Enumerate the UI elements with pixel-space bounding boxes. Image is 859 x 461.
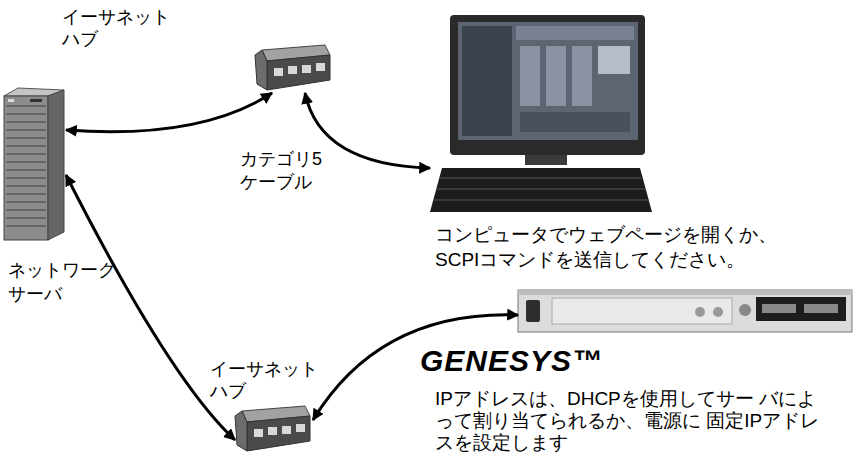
device-label: イーサネット ハブ (210, 358, 329, 402)
cable-connector (305, 93, 430, 168)
computer-icon (430, 15, 652, 212)
cable-connector (66, 93, 272, 132)
hub-icon (255, 45, 330, 90)
power-supply: GENESYS™IPアドレスは、DHCPを使用してサー バによって割り当てられる… (518, 290, 852, 332)
power-supply-icon (518, 290, 852, 332)
device-label: コンピュータでウェブページを開くか、 SCPIコマンドを送信してください。 (435, 222, 788, 272)
device-label: ネットワーク サーバ (8, 258, 127, 306)
cable-label: カテゴリ5 ケーブル (240, 148, 330, 194)
brand-logo: GENESYS™ (420, 343, 603, 379)
cable-connector (66, 175, 235, 440)
server-icon (4, 88, 64, 240)
device-label: IPアドレスは、DHCPを使用してサー バによって割り当てられるか、電源に 固定… (435, 388, 835, 454)
device-label: イーサネット ハブ (62, 6, 181, 50)
ethernet-hub: イーサネット ハブ (235, 406, 313, 456)
network-server: ネットワーク サーバ (2, 88, 66, 243)
hub-icon (235, 406, 310, 451)
computer: コンピュータでウェブページを開くか、 SCPIコマンドを送信してください。 (430, 15, 650, 215)
ethernet-hub: イーサネット ハブ (255, 45, 330, 93)
